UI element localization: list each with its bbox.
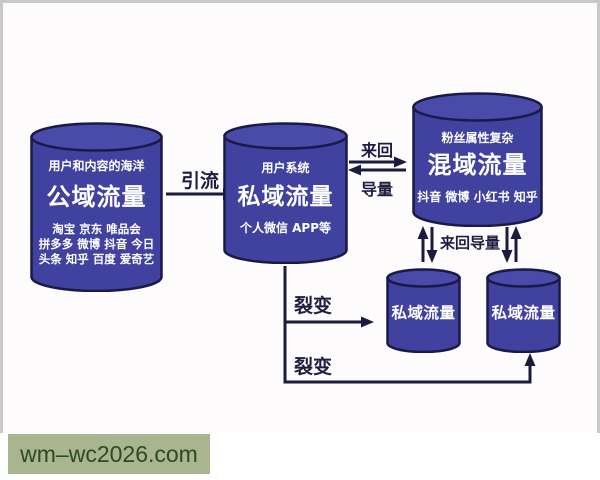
- public-title: 公域流量: [46, 183, 147, 211]
- backforth-label: 来回: [360, 141, 393, 160]
- attract-label: 引流: [180, 170, 219, 192]
- cylinder-public-traffic: 用户和内容的海洋 公域流量 淘宝 京东 唯品会 拼多多 微博 抖音 今日 头条 …: [30, 122, 163, 292]
- public-platforms-line2: 拼多多 微博 抖音 今日: [38, 237, 155, 251]
- cylinder-private-traffic: 用户系统 私域流量 个人微信 APP等: [223, 122, 348, 264]
- small2-title: 私域流量: [491, 304, 556, 322]
- cylinder-small-private-1: 私域流量: [386, 268, 461, 353]
- watermark-box: wm–wc2026.com: [8, 434, 210, 474]
- mixed-tagline: 粉丝属性复杂: [441, 131, 514, 145]
- transfer-label: 导量: [360, 180, 393, 199]
- mixed-title: 混域流量: [427, 151, 528, 179]
- fission-up-arrowhead: [524, 353, 536, 366]
- cylinder-mixed-traffic: 粉丝属性复杂 混域流量 抖音 微博 小红书 知乎: [412, 92, 543, 227]
- fission-trunk: [283, 266, 532, 384]
- public-platforms-line3: 头条 知乎 百度 爱奇艺: [38, 252, 155, 266]
- fission-right-arrowhead: [361, 316, 374, 328]
- fission-label-2: 裂变: [293, 356, 332, 378]
- private-title: 私域流量: [237, 184, 334, 210]
- public-tagline: 用户和内容的海洋: [48, 159, 145, 173]
- small1-title: 私域流量: [391, 304, 456, 322]
- mixed-subtitle: 抖音 微博 小红书 知乎: [417, 190, 538, 204]
- cylinder-small-private-2: 私域流量: [486, 268, 561, 353]
- fission-label-1: 裂变: [293, 295, 332, 317]
- backforth-transfer-label: 来回导量: [439, 234, 500, 252]
- public-platforms-line1: 淘宝 京东 唯品会: [52, 222, 141, 236]
- private-tagline: 用户系统: [261, 161, 310, 175]
- watermark-text: wm–wc2026.com: [20, 440, 198, 467]
- private-subtitle: 个人微信 APP等: [239, 221, 332, 235]
